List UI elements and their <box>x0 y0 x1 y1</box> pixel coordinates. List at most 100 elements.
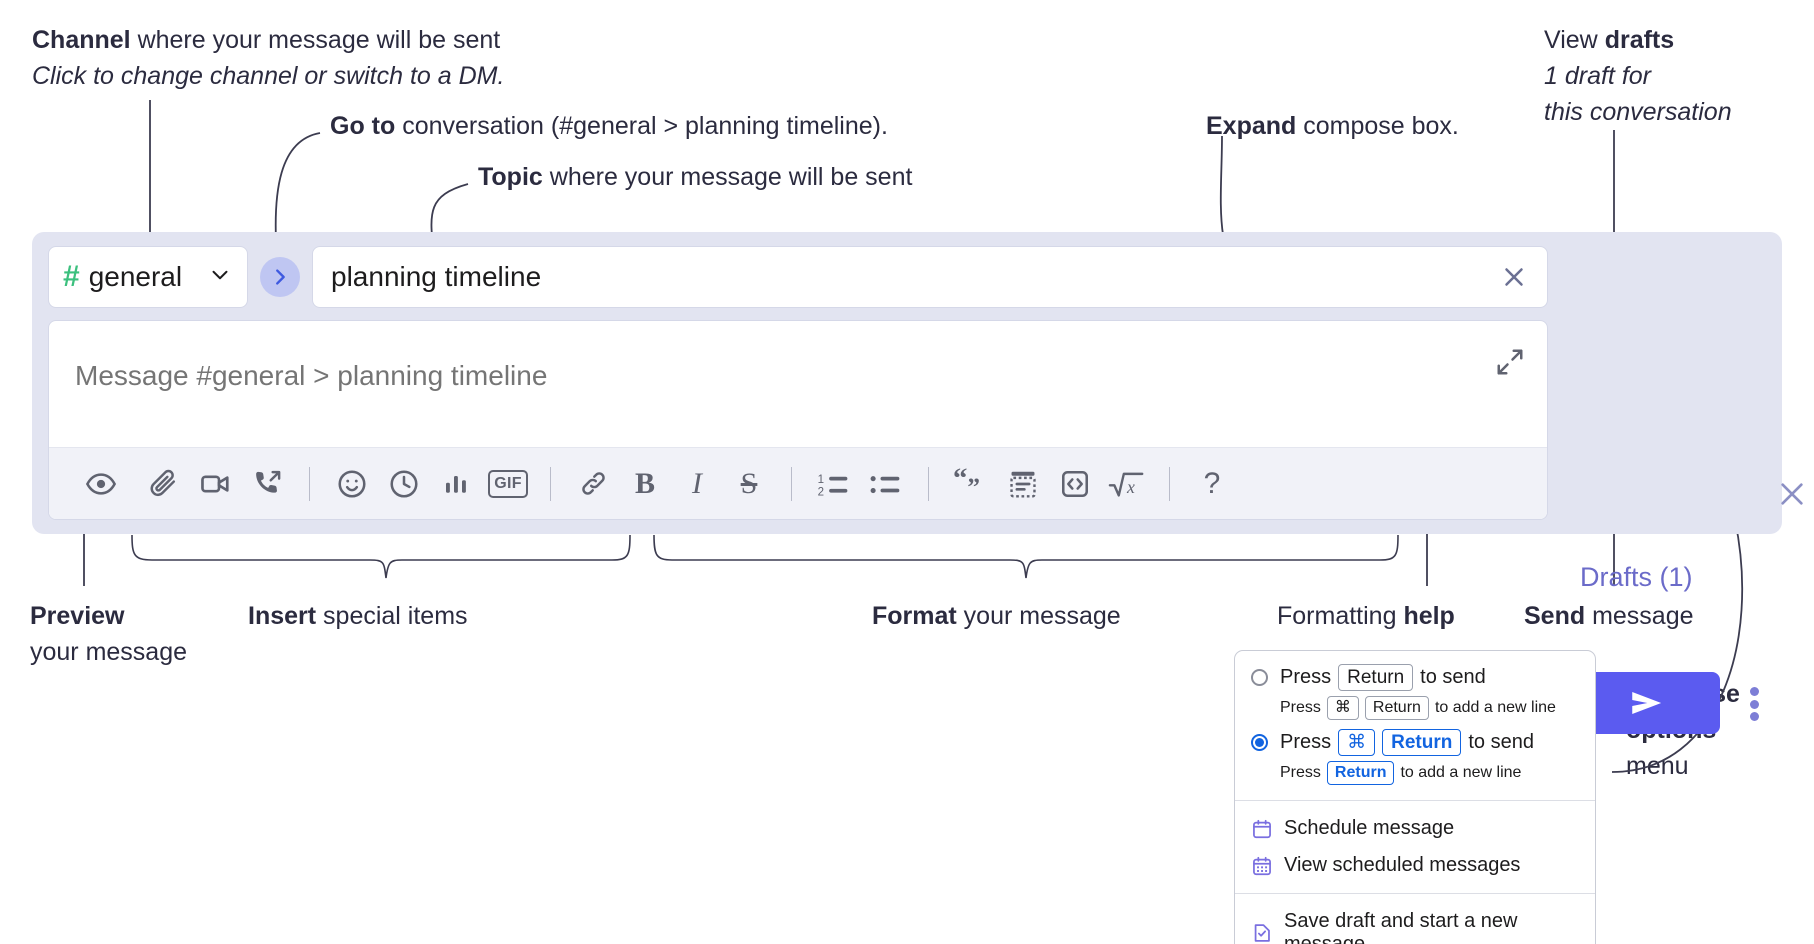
code-block-icon[interactable] <box>997 458 1049 510</box>
annotation-channel: Channel where your message will be sent <box>32 22 500 58</box>
annotation-send: Send message <box>1524 598 1694 634</box>
message-box[interactable]: GIF B <box>48 320 1548 520</box>
compose-inner: # general <box>48 246 1548 520</box>
option-press-return-sub: Press ⌘ Return to add a new line <box>1235 694 1595 726</box>
annotation-format: Format your message <box>872 598 1121 634</box>
opt2-sub-pre: Press <box>1280 764 1321 781</box>
annotation-drafts-sub2: this conversation <box>1544 94 1732 130</box>
svg-text:1: 1 <box>818 473 824 485</box>
annotation-help-bold: help <box>1403 602 1455 630</box>
menu-item-schedule-message[interactable]: Schedule message <box>1235 810 1595 847</box>
message-input[interactable] <box>75 341 1455 411</box>
radio-cmd-return-to-send[interactable] <box>1251 734 1268 751</box>
toolbar-divider-1 <box>309 466 310 501</box>
italic-label: I <box>692 466 702 500</box>
annotation-drafts-bold: drafts <box>1604 26 1675 54</box>
annotation-insert: Insert special items <box>248 598 468 634</box>
annotation-drafts-sub2-text: this conversation <box>1544 98 1732 126</box>
option-press-return-to-send[interactable]: Press Return to send <box>1235 661 1595 694</box>
compose-options-button[interactable] <box>1740 684 1768 724</box>
send-icon <box>1632 692 1662 714</box>
preview-icon[interactable] <box>75 458 127 510</box>
video-icon[interactable] <box>189 458 241 510</box>
annotation-insert-bold: Insert <box>248 602 317 630</box>
bold-icon[interactable]: B <box>619 458 671 510</box>
opt2-sub-key-return: Return <box>1326 761 1395 785</box>
opt1-sub-key-cmd: ⌘ <box>1326 696 1359 720</box>
equation-icon[interactable]: x <box>1101 458 1153 510</box>
annotation-compose-options-3: menu <box>1626 748 1689 784</box>
annotation-help-pre: Formatting <box>1277 602 1404 630</box>
annotation-channel-rest: where your message will be sent <box>130 26 501 54</box>
opt2-post: to send <box>1468 731 1534 753</box>
drafts-link[interactable]: Drafts (1) <box>1580 562 1693 592</box>
strikethrough-icon[interactable]: S <box>723 458 775 510</box>
annotation-channel-bold: Channel <box>32 26 131 54</box>
menu-divider-1 <box>1235 800 1595 801</box>
calendar-icon <box>1251 818 1273 840</box>
blockquote-icon[interactable]: “ ” <box>945 458 997 510</box>
menu-divider-2 <box>1235 893 1595 894</box>
annotation-drafts-pre: View <box>1544 26 1605 54</box>
annotation-channel-sub: Click to change channel or switch to a D… <box>32 58 504 94</box>
opt1-sub-post: to add a new line <box>1434 699 1556 716</box>
opt2-key-cmd: ⌘ <box>1338 729 1376 756</box>
help-icon[interactable]: ? <box>1186 458 1238 510</box>
expand-icon[interactable] <box>1491 343 1529 386</box>
annotation-channel-sub-text: Click to change channel or switch to a D… <box>32 62 505 90</box>
annotation-format-bold: Format <box>872 602 957 630</box>
annotation-send-bold: Send <box>1524 602 1586 630</box>
link-icon[interactable] <box>567 458 619 510</box>
svg-text:2: 2 <box>818 486 824 498</box>
call-icon[interactable] <box>241 458 293 510</box>
annotation-insert-rest: special items <box>316 602 468 630</box>
radio-return-to-send[interactable] <box>1251 669 1268 686</box>
menu-item-schedule-label: Schedule message <box>1284 817 1455 839</box>
destination-row: # general <box>48 246 1548 308</box>
svg-text:“: “ <box>953 468 967 495</box>
formatting-toolbar: GIF B <box>49 447 1547 519</box>
option-press-cmd-return-sub: Press Return to add a new line <box>1235 759 1595 791</box>
help-label: ? <box>1203 466 1221 500</box>
compose-options-menu: Press Return to send Press ⌘ Return to a… <box>1234 650 1596 944</box>
opt2-pre: Press <box>1280 731 1332 753</box>
send-button[interactable] <box>1572 672 1720 734</box>
close-icon[interactable] <box>1772 474 1812 519</box>
code-icon[interactable] <box>1049 458 1101 510</box>
clock-icon[interactable] <box>378 458 430 510</box>
emoji-icon[interactable] <box>326 458 378 510</box>
poll-icon[interactable] <box>430 458 482 510</box>
toolbar-divider-2 <box>550 466 551 501</box>
ordered-list-icon[interactable]: 1 2 <box>808 458 860 510</box>
svg-text:”: ” <box>967 473 980 499</box>
menu-item-view-scheduled[interactable]: View scheduled messages <box>1235 847 1595 884</box>
annotation-drafts-sub1: 1 draft for <box>1544 58 1651 94</box>
annotation-preview-sub: your message <box>30 634 187 670</box>
hash-icon: # <box>63 260 80 293</box>
option-press-cmd-return-to-send[interactable]: Press ⌘ Return to send <box>1235 726 1595 759</box>
topic-input[interactable] <box>331 261 1493 293</box>
annotation-topic-bold: Topic <box>478 163 543 191</box>
annotation-compose-options-rest: menu <box>1626 752 1689 780</box>
annotation-help: Formatting help <box>1277 598 1455 634</box>
italic-icon[interactable]: I <box>671 458 723 510</box>
clear-topic-icon[interactable] <box>1493 258 1535 296</box>
kebab-dot <box>1749 687 1759 696</box>
toolbar-divider-3 <box>791 466 792 501</box>
kebab-dot <box>1749 712 1759 721</box>
bulleted-list-icon[interactable] <box>860 458 912 510</box>
menu-item-view-scheduled-label: View scheduled messages <box>1284 854 1521 876</box>
channel-name: general <box>88 261 183 292</box>
opt1-post: to send <box>1420 666 1486 688</box>
annotation-preview-rest: your message <box>30 638 188 666</box>
go-to-conversation-button[interactable] <box>260 257 300 297</box>
attachment-icon[interactable] <box>137 458 189 510</box>
menu-item-save-draft[interactable]: Save draft and start a new message <box>1235 903 1595 944</box>
channel-selector[interactable]: # general <box>48 246 248 308</box>
gif-icon[interactable]: GIF <box>482 458 534 510</box>
topic-field[interactable] <box>312 246 1548 308</box>
opt1-sub-pre: Press <box>1280 699 1321 716</box>
annotation-goto-rest: conversation (#general > planning timeli… <box>395 112 888 140</box>
toolbar-divider-4 <box>928 466 929 501</box>
annotation-format-rest: your message <box>956 602 1121 630</box>
